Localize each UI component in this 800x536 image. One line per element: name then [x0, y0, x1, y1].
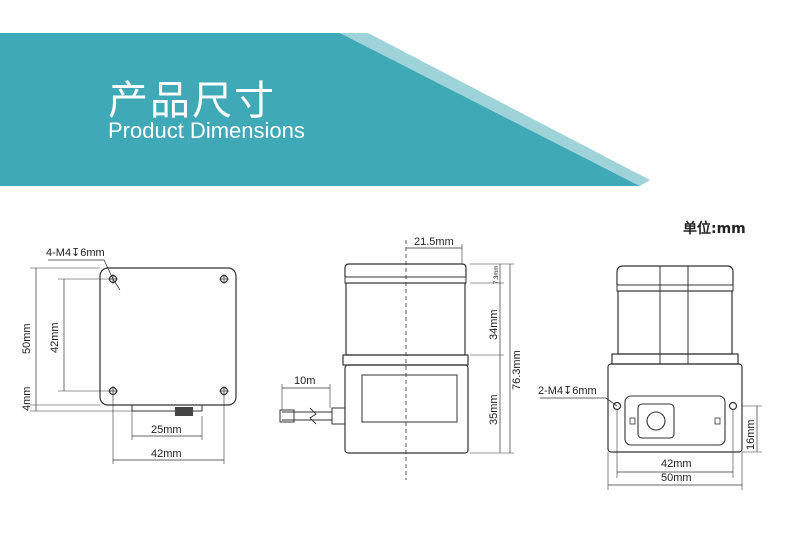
side-view-drawing [279, 240, 514, 480]
rear-view-drawing [540, 265, 762, 490]
front-housing-outline [99, 267, 237, 406]
rear-hole-left [612, 401, 622, 411]
rear-bracket-height-label: 16mm [745, 419, 757, 450]
cable-length-label: 10m [294, 375, 315, 387]
side-upper-height-label: 34mm [488, 309, 500, 340]
front-width-holes-label: 42mm [151, 448, 182, 460]
header-banner [0, 33, 640, 186]
rear-width-holes-label: 42mm [661, 458, 692, 470]
side-lower-body [344, 364, 469, 454]
side-cap-height-label: 7.3mm [494, 266, 500, 284]
side-total-height-label: 76.3mm [511, 350, 523, 390]
banner-accent-stripe [340, 33, 650, 186]
side-lens-window [361, 374, 458, 423]
rear-lower-body [607, 363, 743, 453]
front-offset-label: 4mm [21, 387, 33, 411]
front-height-total-label: 50mm [21, 323, 33, 354]
rear-hole-right [728, 401, 738, 411]
front-height-holes-label: 42mm [49, 322, 61, 353]
page-title: 产品尺寸 [108, 78, 276, 124]
side-cap-outline [344, 263, 467, 277]
side-width-top-label: 21.5mm [414, 236, 454, 248]
front-view-drawing [30, 259, 237, 464]
front-width-connector-label: 25mm [151, 424, 182, 436]
rear-indicator-lens [646, 411, 666, 431]
rear-cap-outline [616, 265, 734, 285]
page-subtitle: Product Dimensions [108, 118, 305, 143]
connector-port [175, 407, 193, 416]
rear-width-total-label: 50mm [661, 472, 692, 484]
front-hole-note: 4-M4↧6mm [46, 247, 105, 259]
rear-joint-ring [611, 353, 739, 365]
rear-hole-note: 2-M4↧6mm [538, 385, 597, 397]
side-upper-body [345, 282, 466, 356]
rear-upper-body [617, 290, 733, 355]
side-lower-height-label: 35mm [488, 394, 500, 425]
rear-mount-bracket [624, 395, 726, 446]
side-joint-ring [342, 354, 469, 366]
unit-label: 单位:mm [683, 221, 746, 237]
